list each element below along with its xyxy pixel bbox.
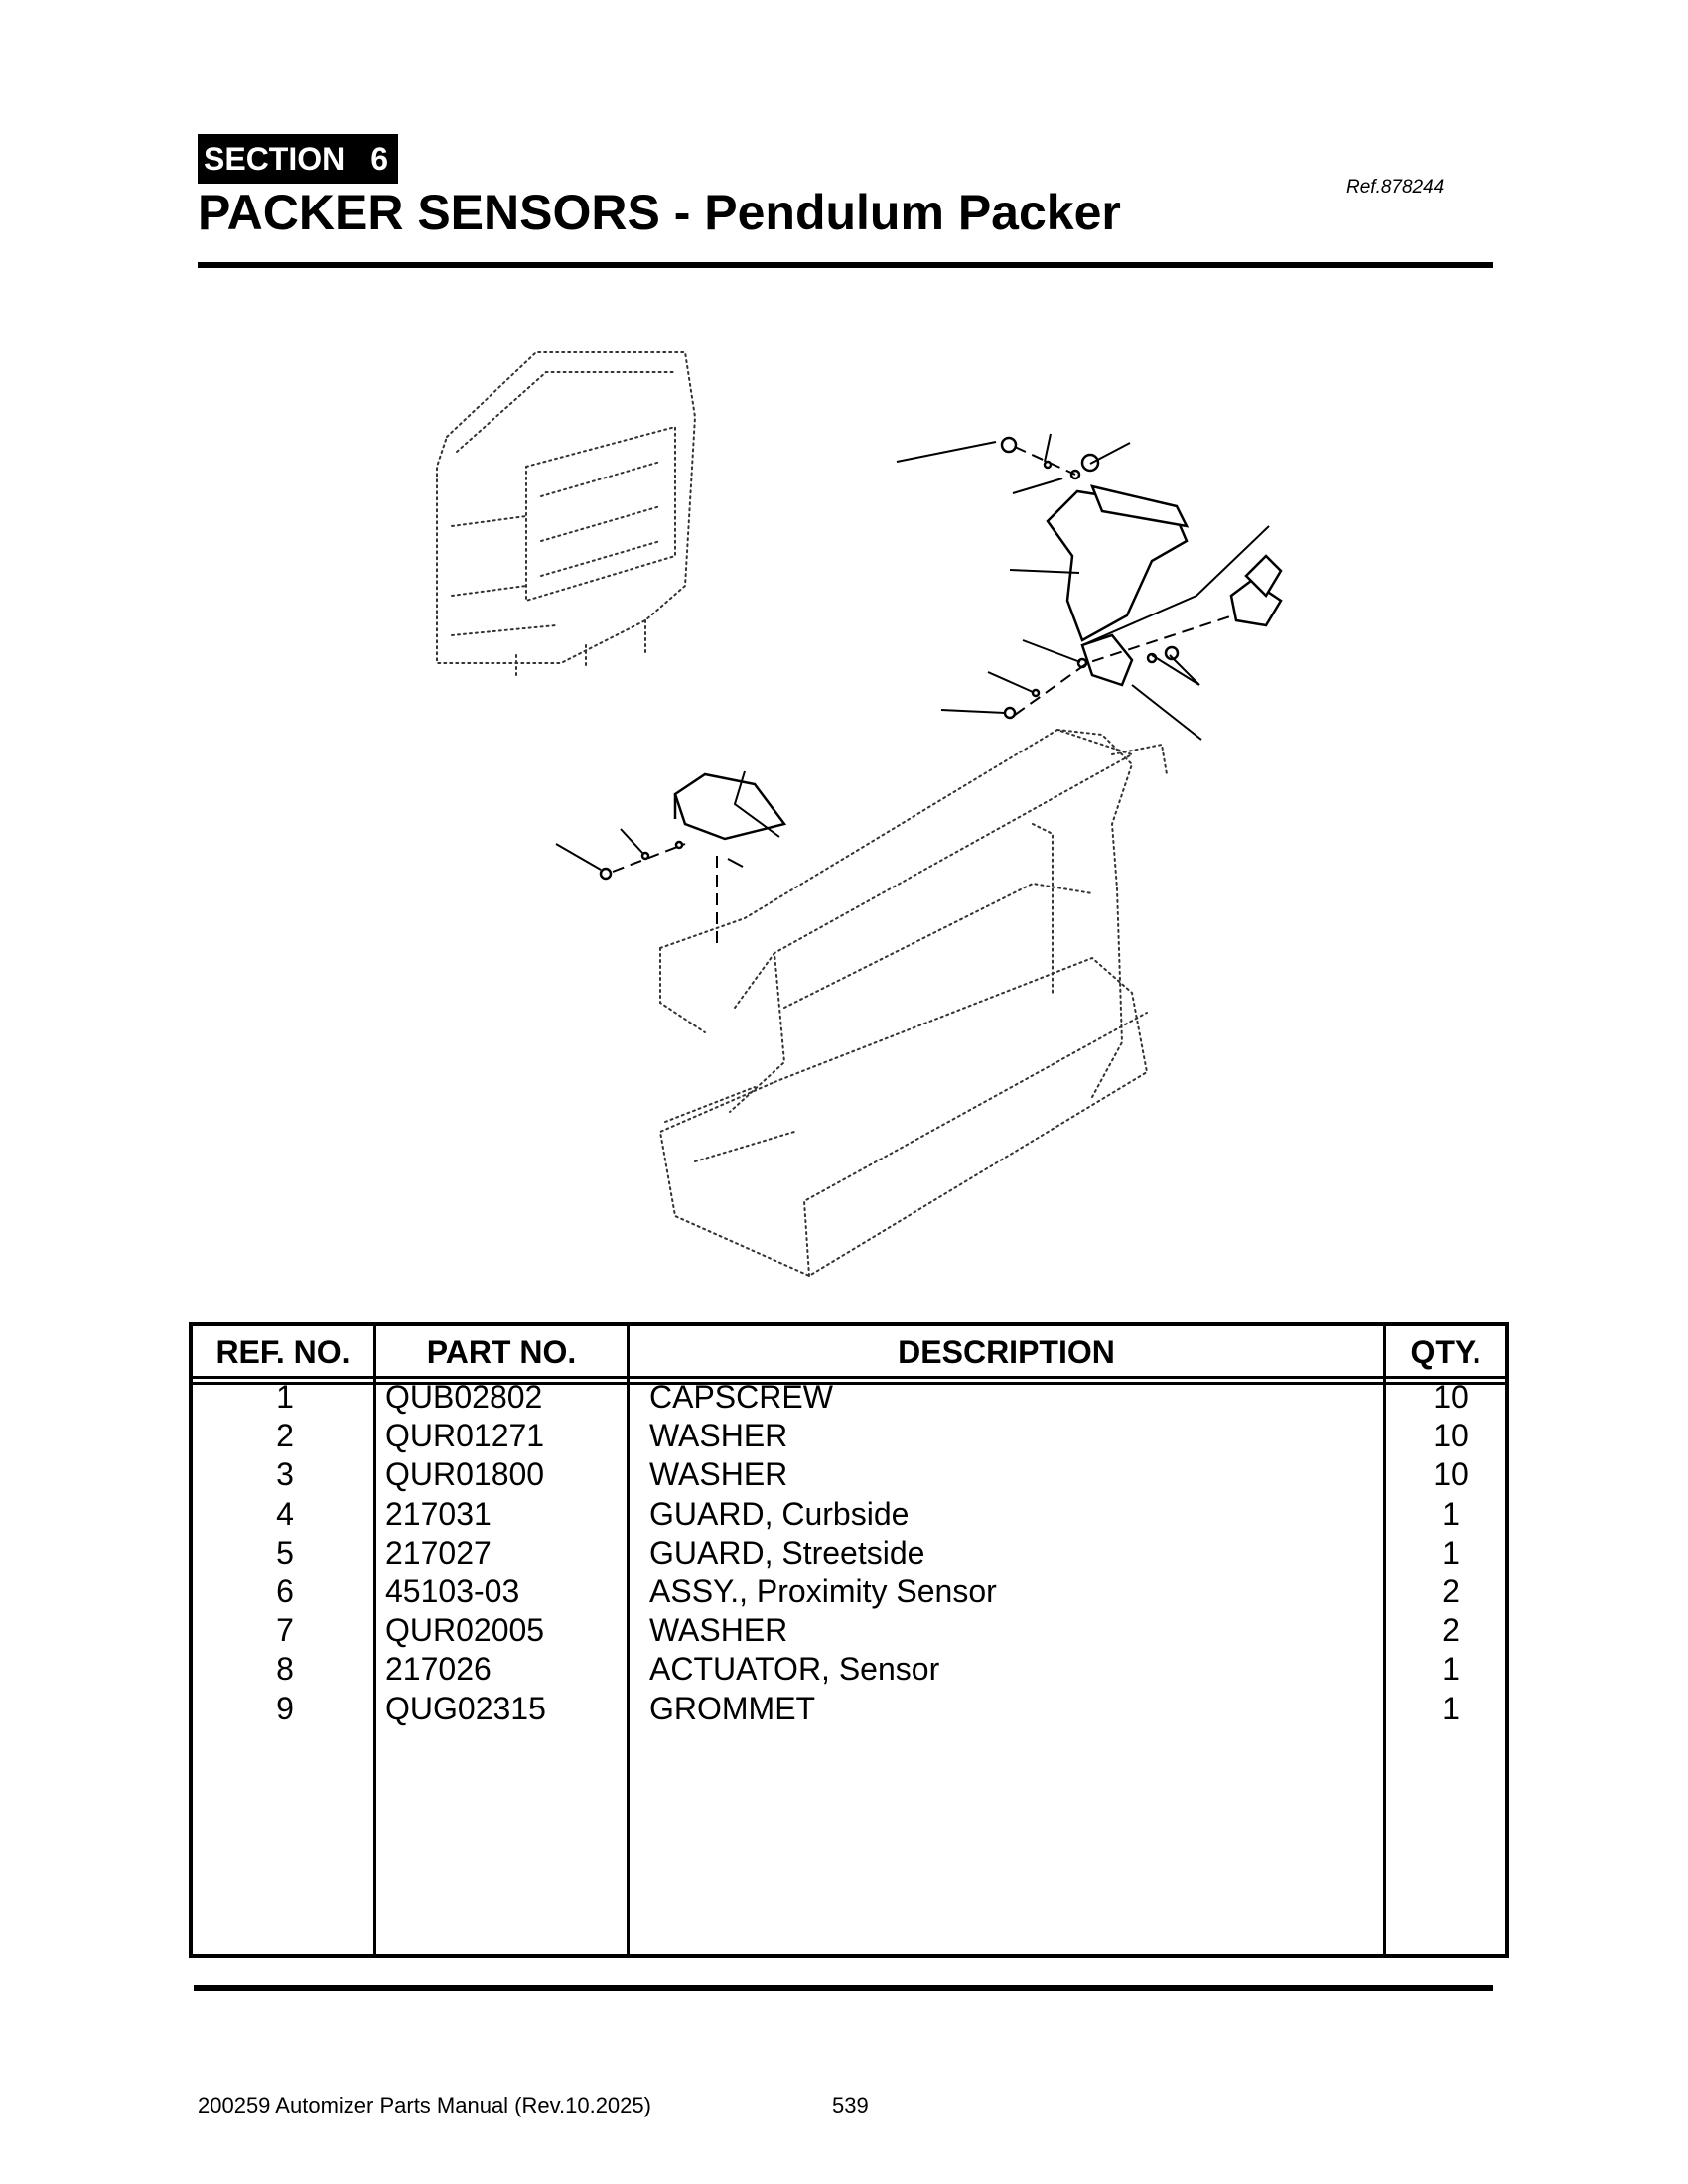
parts-table: REF. NO. PART NO. DESCRIPTION QTY. 1 QUB…	[189, 1322, 1509, 1958]
nut-lower	[640, 851, 650, 861]
column-divider	[373, 1326, 376, 1954]
description-cell: GUARD, Streetside	[649, 1534, 925, 1570]
column-divider	[1383, 1326, 1386, 1954]
qty-cell: 2	[1442, 1612, 1460, 1649]
ref-no-cell: 1	[276, 1379, 294, 1415]
ref-no-cell: 2	[276, 1418, 294, 1454]
part-no-cell: QUB02802	[385, 1379, 543, 1415]
capscrew-lower	[599, 867, 613, 881]
ref-no-cell: 6	[276, 1572, 294, 1609]
pendulum-packer-frame	[658, 728, 1168, 1278]
description-cell: GROMMET	[649, 1690, 816, 1726]
column-divider	[627, 1326, 630, 1954]
table-row: 4 217031 GUARD, Curbside 1	[193, 1495, 1505, 1534]
description-cell: GUARD, Curbside	[649, 1495, 910, 1532]
page-title: PACKER SENSORS - Pendulum Packer	[198, 185, 1121, 240]
ref-no-cell: 7	[276, 1612, 294, 1649]
reference-number: Ref.878244	[1346, 177, 1445, 198]
table-row: 6 45103-03 ASSY., Proximity Sensor 2	[193, 1572, 1505, 1611]
ref-no-cell: 4	[276, 1495, 294, 1532]
footer-manual-title: 200259 Automizer Parts Manual (Rev.10.20…	[198, 2093, 651, 2117]
proximity-sensor	[1229, 554, 1283, 627]
table-row: 1 QUB02802 CAPSCREW 10	[193, 1378, 1505, 1417]
description-cell: CAPSCREW	[649, 1379, 833, 1415]
qty-cell: 1	[1442, 1651, 1460, 1688]
ref-no-cell: 5	[276, 1534, 294, 1570]
qty-cell: 10	[1433, 1418, 1469, 1454]
part-no-cell: 217026	[385, 1651, 492, 1688]
qty-cell: 10	[1433, 1379, 1469, 1415]
part-no-cell: 217031	[385, 1495, 492, 1532]
description-cell: ASSY., Proximity Sensor	[649, 1572, 997, 1609]
description-cell: WASHER	[649, 1418, 788, 1454]
header-part-no: PART NO.	[426, 1334, 577, 1370]
guard-lower	[673, 772, 787, 841]
part-no-cell: QUR01271	[385, 1418, 545, 1454]
part-no-cell: 217027	[385, 1534, 492, 1570]
ref-no-cell: 3	[276, 1456, 294, 1493]
washer-right	[1164, 645, 1180, 661]
section-label: SECTION	[204, 141, 346, 177]
table-row: 5 217027 GUARD, Streetside 1	[193, 1534, 1505, 1572]
part-no-cell: QUG02315	[385, 1690, 546, 1726]
page-number: 539	[832, 2093, 869, 2117]
qty-cell: 1	[1442, 1534, 1460, 1570]
washer-top	[1000, 436, 1018, 454]
description-cell: WASHER	[649, 1612, 788, 1649]
sensor-actuator	[1080, 633, 1134, 687]
table-row: 7 QUR02005 WASHER 2	[193, 1611, 1505, 1650]
nut-mid	[1031, 688, 1041, 698]
header-divider	[193, 1382, 1505, 1385]
section-number: 6	[370, 141, 389, 177]
qty-cell: 2	[1442, 1572, 1460, 1609]
qty-cell: 1	[1442, 1690, 1460, 1726]
table-row: 8 217026 ACTUATOR, Sensor 1	[193, 1650, 1505, 1689]
footer-rule	[194, 1985, 1493, 1991]
description-cell: WASHER	[649, 1456, 788, 1493]
description-cell: ACTUATOR, Sensor	[649, 1651, 940, 1688]
exploded-parts-diagram	[436, 351, 1283, 1278]
section-badge: SECTION 6	[198, 134, 399, 184]
capscrew-mid	[1003, 706, 1017, 720]
qty-cell: 10	[1433, 1456, 1469, 1493]
part-no-cell: 45103-03	[385, 1572, 520, 1609]
header-ref-no: REF. NO.	[215, 1334, 351, 1370]
ref-no-cell: 9	[276, 1690, 294, 1726]
table-row: 3 QUR01800 WASHER 10	[193, 1455, 1505, 1494]
ref-no-cell: 8	[276, 1651, 294, 1688]
washer-lower	[674, 840, 684, 850]
header-rule	[198, 262, 1493, 268]
header-description: DESCRIPTION	[898, 1334, 1115, 1370]
inset-packer-overview	[436, 351, 697, 676]
guard-bracket-upper	[1046, 484, 1190, 642]
qty-cell: 1	[1442, 1495, 1460, 1532]
header-qty: QTY.	[1410, 1334, 1481, 1370]
header-divider	[193, 1376, 1505, 1379]
table-body: 1 QUB02802 CAPSCREW 10 2 QUR01271 WASHER…	[193, 1378, 1505, 1728]
part-no-cell: QUR01800	[385, 1456, 545, 1493]
table-row: 2 QUR01271 WASHER 10	[193, 1417, 1505, 1455]
table-row: 9 QUG02315 GROMMET 1	[193, 1690, 1505, 1728]
part-no-cell: QUR02005	[385, 1612, 545, 1649]
